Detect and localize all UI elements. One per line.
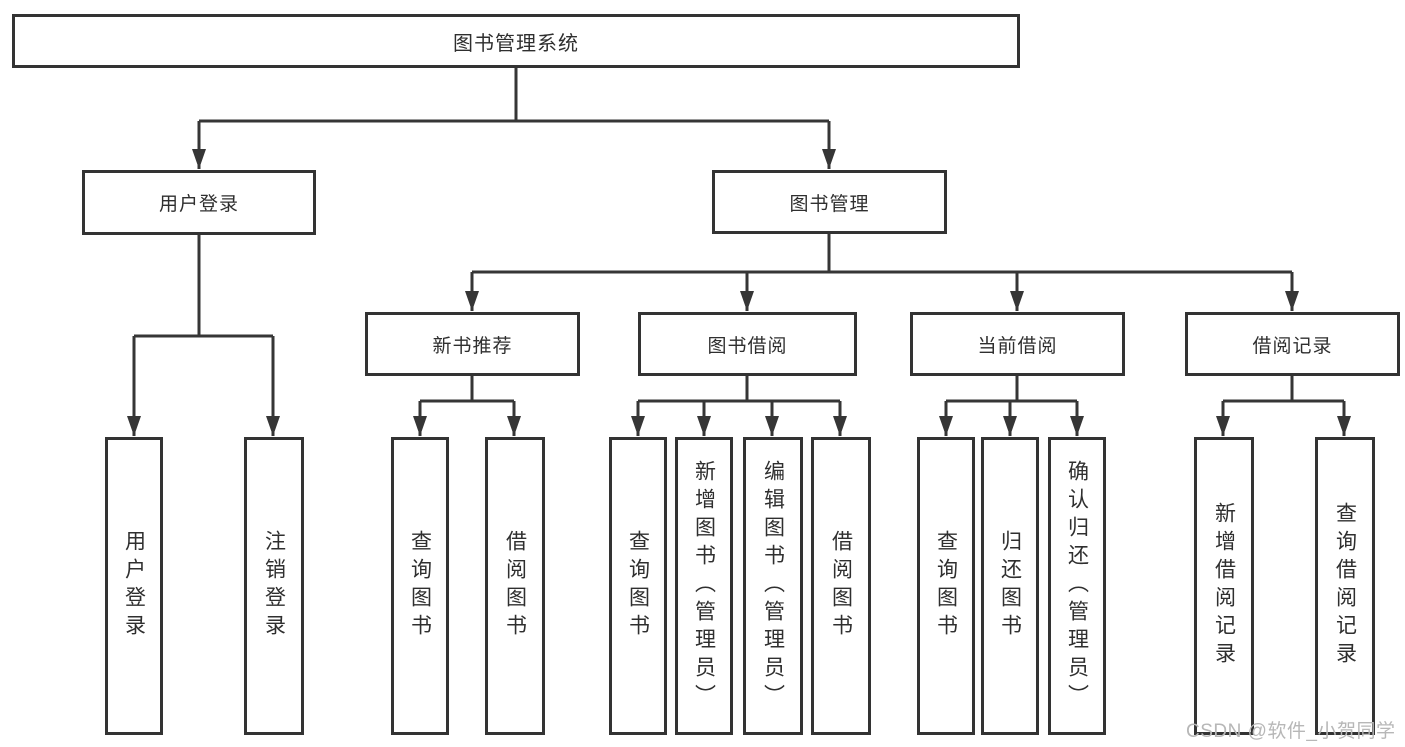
node-current-borrow-label: 当前借阅 <box>977 335 1058 357</box>
leaf-add-borrow-record-label: 新增借阅记录 <box>1212 502 1236 670</box>
node-borrow-records: 借阅记录 <box>1185 312 1400 376</box>
leaf-user-login: 用户登录 <box>105 437 163 735</box>
leaf-add-book-admin-label: 新增图书（管理员） <box>692 460 716 712</box>
leaf-edit-book-admin-label: 编辑图书（管理员） <box>761 460 785 712</box>
leaf-query-borrow-record-label: 查询借阅记录 <box>1333 502 1357 670</box>
node-new-book-recommend-label: 新书推荐 <box>432 335 513 357</box>
leaf-query-books-2: 查询图书 <box>609 437 667 735</box>
leaf-query-books-1-label: 查询图书 <box>408 530 432 642</box>
leaf-add-borrow-record: 新增借阅记录 <box>1194 437 1254 735</box>
leaf-query-books-1: 查询图书 <box>391 437 449 735</box>
leaf-edit-book-admin: 编辑图书（管理员） <box>743 437 803 735</box>
node-user-login-label: 用户登录 <box>158 194 239 215</box>
leaf-add-book-admin: 新增图书（管理员） <box>675 437 733 735</box>
leaf-user-login-label: 用户登录 <box>122 530 146 642</box>
node-root: 图书管理系统 <box>12 14 1020 68</box>
node-borrow-records-label: 借阅记录 <box>1252 335 1333 357</box>
node-book-borrow-label: 图书借阅 <box>707 335 788 357</box>
csdn-watermark: CSDN @软件_小贺同学 <box>1186 721 1396 742</box>
leaf-query-books-2-label: 查询图书 <box>626 530 650 642</box>
leaf-borrow-books-1: 借阅图书 <box>485 437 545 735</box>
node-user-login: 用户登录 <box>82 170 316 235</box>
leaf-query-books-3: 查询图书 <box>917 437 975 735</box>
leaf-borrow-books-2-label: 借阅图书 <box>829 530 853 642</box>
leaf-query-borrow-record: 查询借阅记录 <box>1315 437 1375 735</box>
leaf-return-book-label: 归还图书 <box>998 530 1022 642</box>
leaf-logout-label: 注销登录 <box>262 530 286 642</box>
node-current-borrow: 当前借阅 <box>910 312 1125 376</box>
leaf-confirm-return-admin-label: 确认归还（管理员） <box>1065 460 1089 712</box>
leaf-borrow-books-1-label: 借阅图书 <box>503 530 527 642</box>
node-book-borrow: 图书借阅 <box>638 312 857 376</box>
node-new-book-recommend: 新书推荐 <box>365 312 580 376</box>
node-book-management: 图书管理 <box>712 170 947 234</box>
leaf-query-books-3-label: 查询图书 <box>934 530 958 642</box>
node-root-label: 图书管理系统 <box>453 32 579 55</box>
leaf-logout: 注销登录 <box>244 437 304 735</box>
leaf-confirm-return-admin: 确认归还（管理员） <box>1048 437 1106 735</box>
leaf-return-book: 归还图书 <box>981 437 1039 735</box>
leaf-borrow-books-2: 借阅图书 <box>811 437 871 735</box>
node-book-management-label: 图书管理 <box>789 193 870 215</box>
